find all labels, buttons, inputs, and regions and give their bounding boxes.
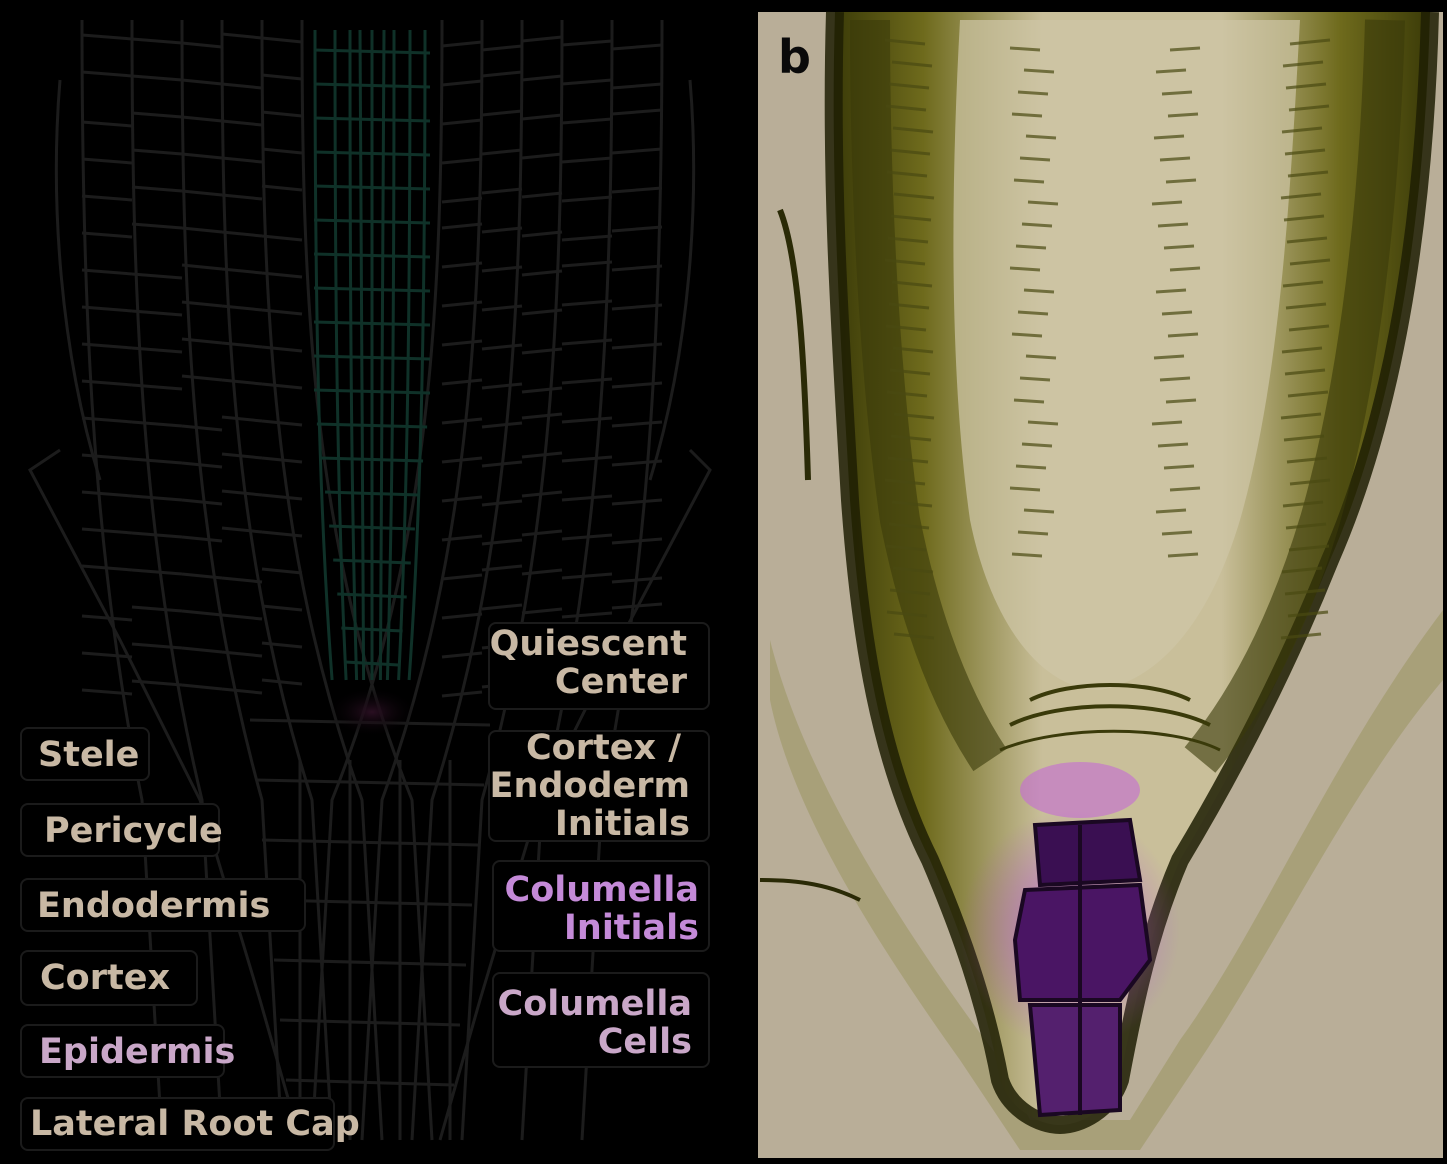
epidermis-label-box (20, 1024, 225, 1078)
cortex-endoderm-initials-label-box (488, 730, 710, 842)
stele-label: Stele (38, 735, 140, 775)
cortex-endoderm-initials-label-line1: Cortex / (525, 728, 681, 768)
columella-cells-label-line2: Cells (597, 1022, 692, 1062)
columella-cells-label-line1: Columella (497, 984, 692, 1024)
quiescent-center-glow (327, 687, 417, 737)
cortex-label: Cortex (40, 958, 171, 998)
pericycle-label-box (20, 803, 220, 857)
endodermis-label-box (20, 878, 306, 932)
pericycle-label: Pericycle (44, 811, 223, 851)
epidermis-label: Epidermis (39, 1032, 236, 1072)
micrograph-panel (758, 11, 1443, 1158)
quiescent-center-label-box (488, 622, 710, 710)
columella-initials-label-line2: Initials (563, 908, 699, 948)
stele-label-box (20, 727, 150, 781)
lateral-root-cap-label-box (20, 1097, 335, 1151)
cortex-endoderm-initials-label-line2: Endoderm (489, 766, 690, 806)
quiescent-center-label-line1: Quiescent (489, 624, 687, 664)
columella-initials-label-line1: Columella (504, 870, 699, 910)
endodermis-label: Endodermis (37, 886, 271, 926)
stele-schematic (313, 29, 431, 681)
columella-cells-label-box (492, 972, 710, 1068)
cortex-label-box (20, 950, 198, 1006)
columella-initials-label-box (492, 860, 710, 952)
panel-letter: b (778, 30, 811, 84)
quiescent-center-label-line2: Center (554, 662, 687, 702)
lateral-root-cap-label: Lateral Root Cap (30, 1104, 360, 1144)
cortex-endoderm-initials-label-line3: Initials (554, 804, 690, 844)
